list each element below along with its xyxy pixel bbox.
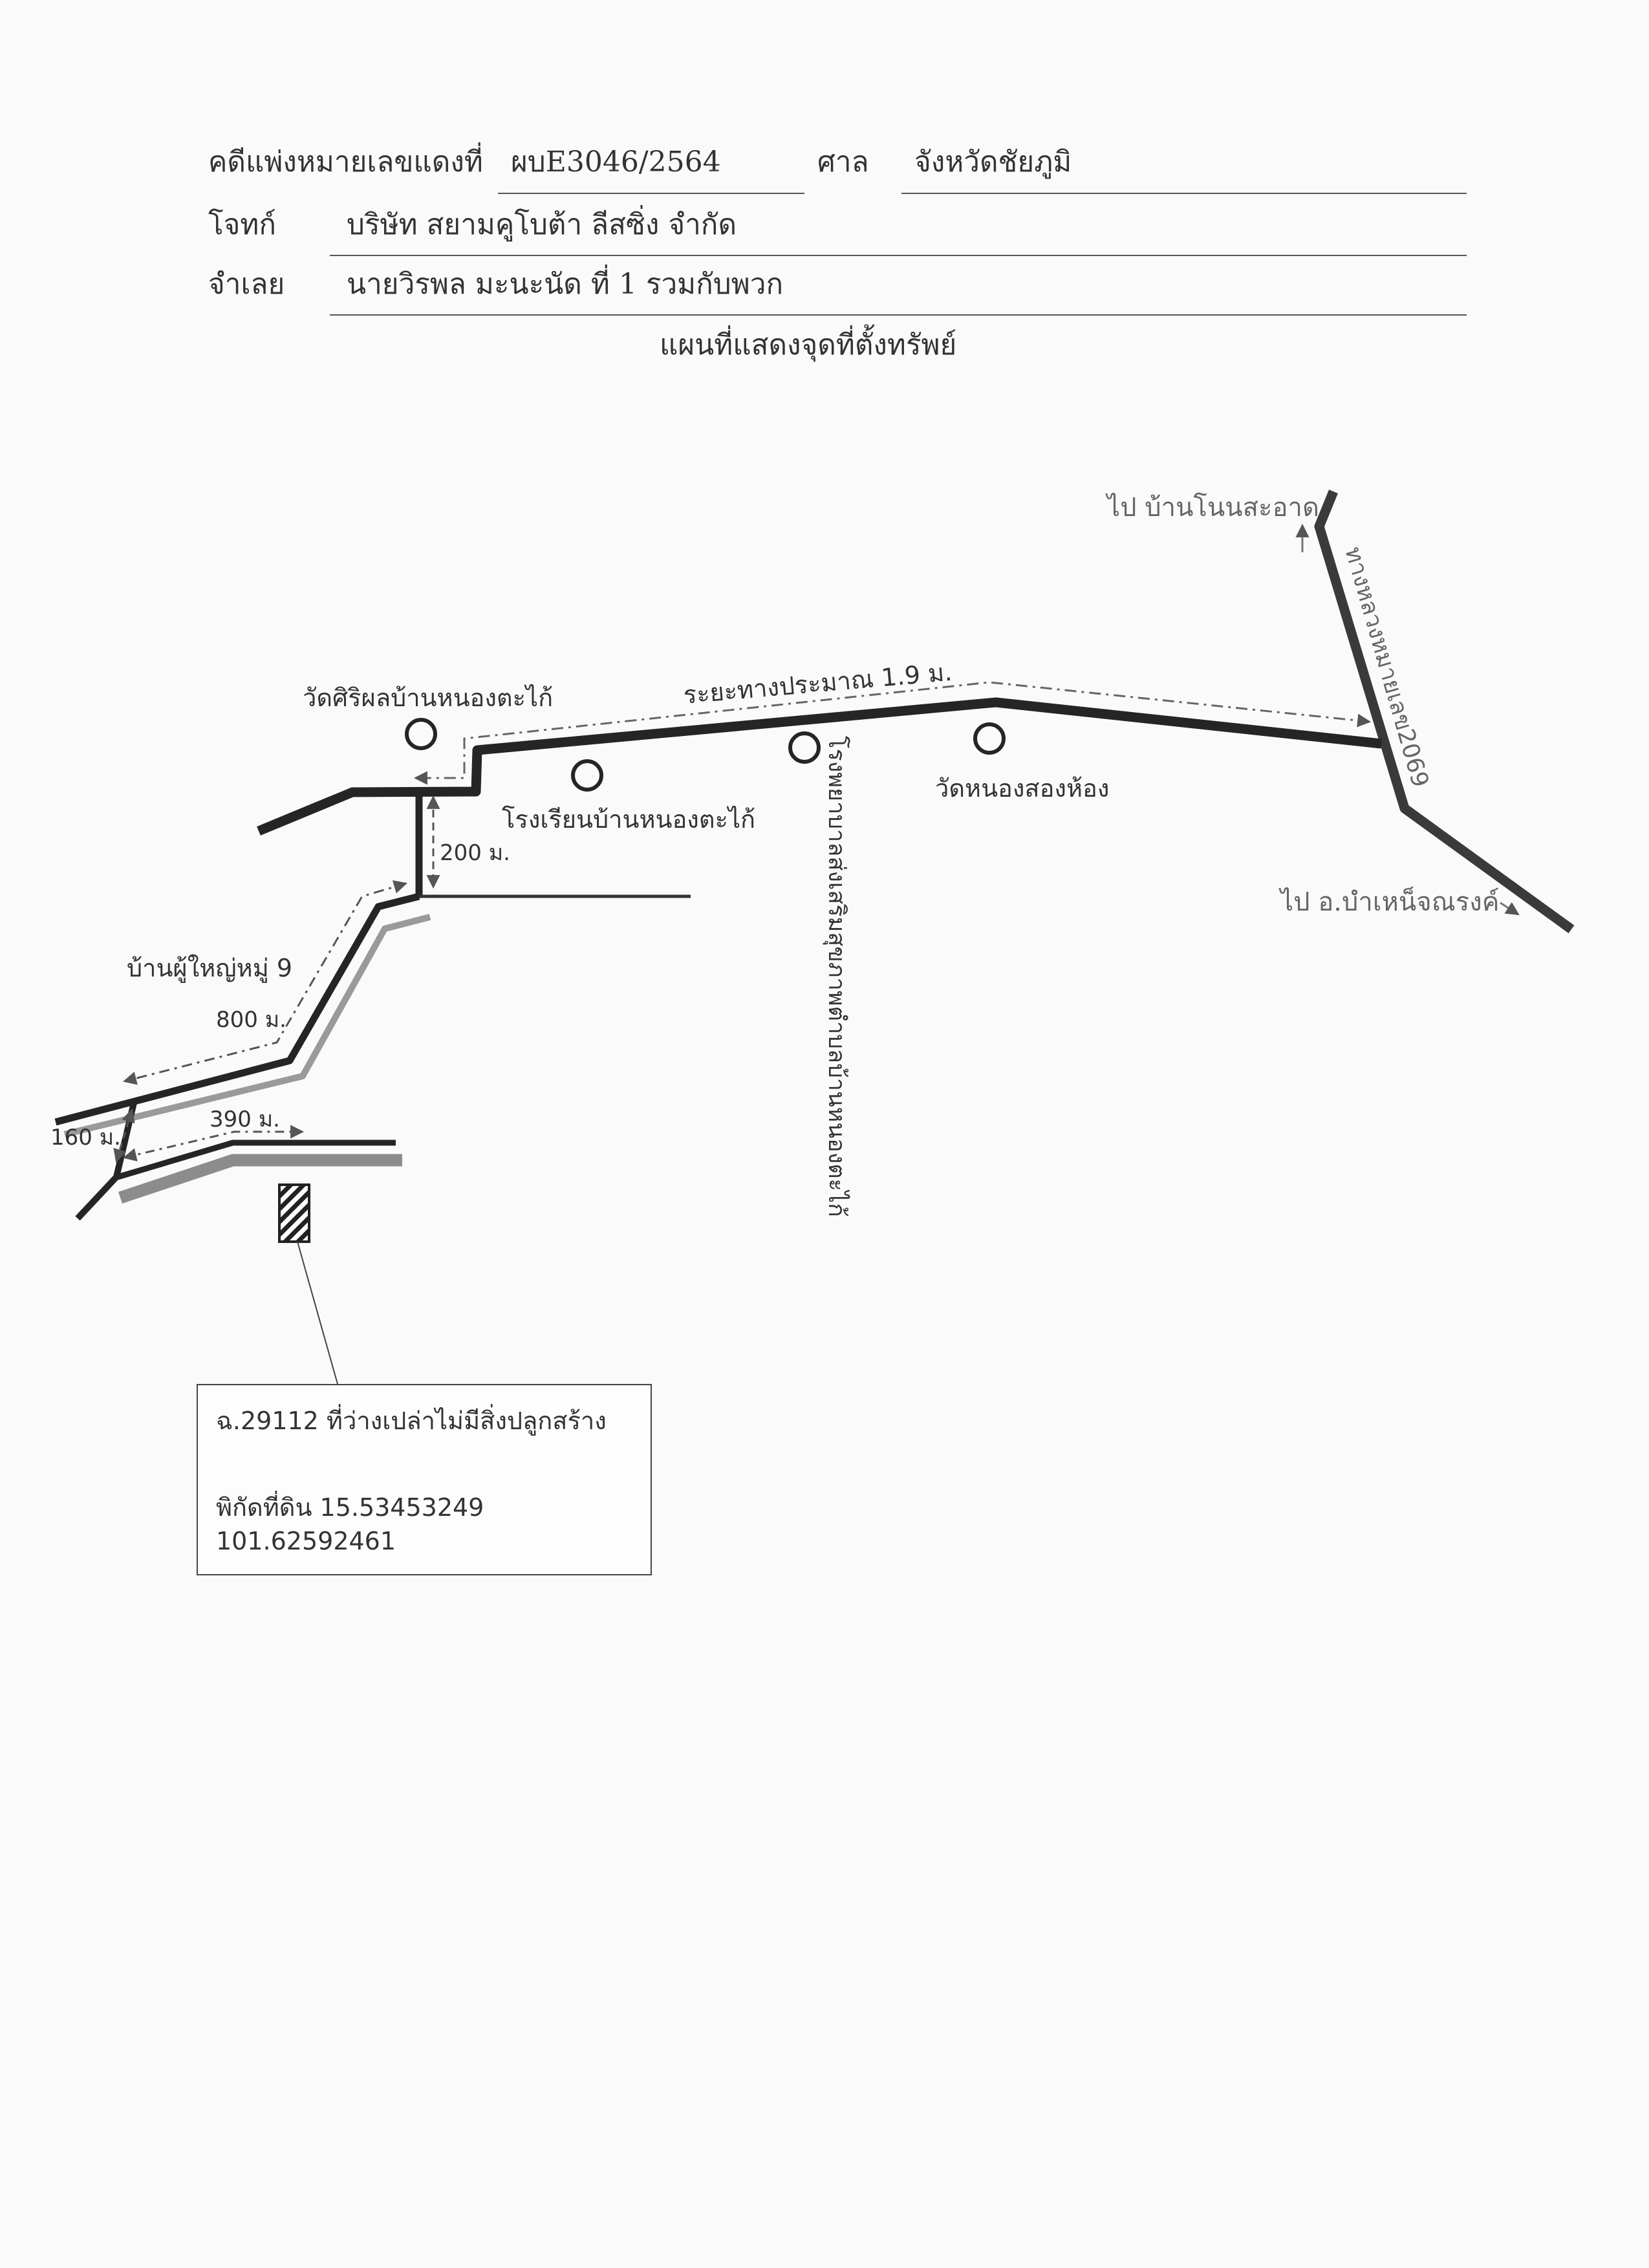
distance-main-label: ระยะทางประมาณ 1.9 ม.: [682, 658, 953, 709]
route-390: [122, 1125, 305, 1161]
down-arrow: [1500, 902, 1520, 916]
wat-siriphon-marker: [405, 718, 437, 750]
route-main: [413, 681, 1372, 785]
distance-200-label: 200 ม.: [440, 840, 510, 866]
case-number-rule: [498, 193, 804, 194]
property-leader: [297, 1241, 338, 1385]
defendant-rule: [330, 314, 1467, 316]
to-bamnet-narong-label: ไป อ.บำเหน็จณรงค์: [1278, 886, 1500, 917]
school-label: โรงเรียนบ้านหนองตะไก้: [502, 805, 755, 834]
defendant-name: นายวิรพล มะนะนัด ที่ 1 รวมกับพวก: [347, 268, 784, 301]
court-label: ศาล: [817, 146, 869, 178]
wat-nong-song-hong-label: วัดหนองสองห้อง: [935, 774, 1109, 803]
defendant-label: จำเลย: [208, 268, 285, 301]
distance-390-label: 390 ม.: [210, 1107, 280, 1132]
property-marker: [278, 1183, 310, 1243]
plaintiff-rule: [330, 255, 1467, 256]
case-number: ผบE3046/2564: [511, 146, 721, 178]
distance-160-label: 160 ม.: [50, 1125, 121, 1150]
headman-house-label: บ้านผู้ใหญ่หมู่ 9: [127, 954, 292, 983]
hospital-marker: [788, 731, 821, 764]
plaintiff-name: บริษัท สยามคูโบต้า ลีสซิ่ง จำกัด: [347, 208, 737, 241]
property-info-box: ฉ.29112 ที่ว่างเปล่าไม่มีสิ่งปลูกสร้าง พ…: [197, 1384, 652, 1575]
wat-nong-song-hong-marker: [973, 722, 1006, 755]
distance-800-label: 800 ม.: [216, 1007, 286, 1033]
route-800: [122, 880, 408, 1085]
map-title: แผนที่แสดงจุดที่ตั้งทรัพย์: [660, 329, 957, 362]
coords-line: พิกัดที่ดิน 15.53453249 101.62592461: [216, 1493, 484, 1555]
court-name: จังหวัดชัยภูมิ: [914, 146, 1072, 178]
deed-line: ฉ.29112 ที่ว่างเปล่าไม่มีสิ่งปลูกสร้าง: [216, 1407, 607, 1435]
wat-siriphon-label: วัดศิริผลบ้านหนองตะไก้: [303, 684, 553, 712]
case-label: คดีแพ่งหมายเลขแดงที่: [208, 146, 483, 178]
school-marker: [571, 759, 603, 792]
to-ban-non-sa-at-label: ไป บ้านโนนสะอาด: [1105, 493, 1319, 523]
court-name-rule: [901, 193, 1467, 194]
hospital-label: โรงพยาบาลส่งเสริมสุขภาพตำบลบ้านหนองตะไก้: [823, 736, 850, 1217]
plaintiff-label: โจทก์: [208, 208, 277, 241]
highway-road: [1314, 490, 1575, 934]
